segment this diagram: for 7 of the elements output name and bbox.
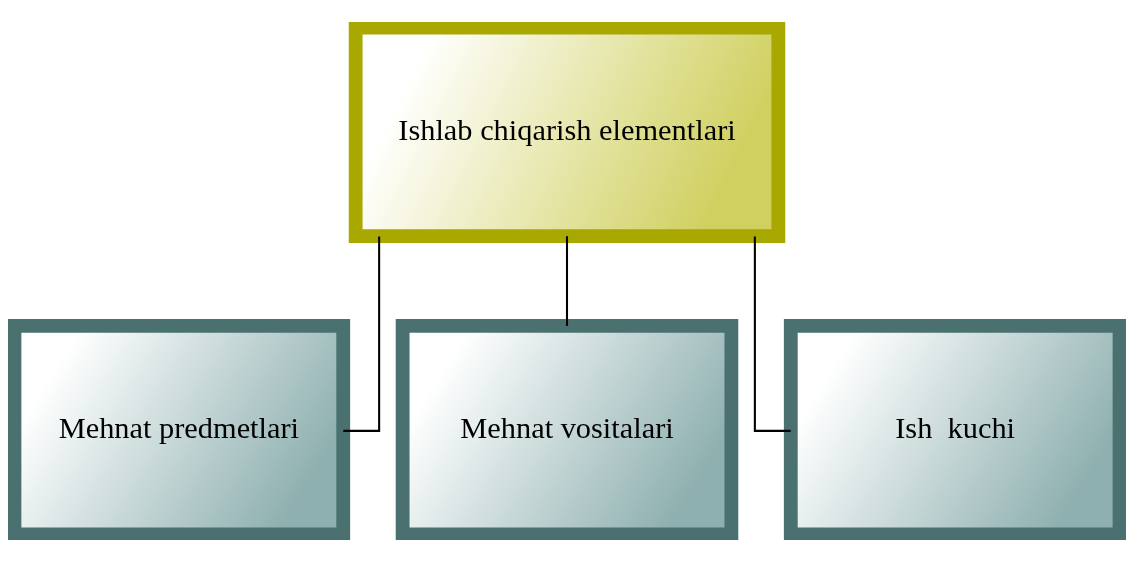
- node-box: Mehnat predmetlari: [8, 318, 351, 540]
- node-box: Mehnat vositalari: [395, 318, 739, 540]
- node-box: Ish kuchi: [783, 318, 1126, 540]
- connector: [343, 235, 381, 432]
- node-box: Ishlab chiqarish elementlari: [348, 21, 786, 243]
- connector: [753, 235, 791, 432]
- connector: [565, 235, 569, 326]
